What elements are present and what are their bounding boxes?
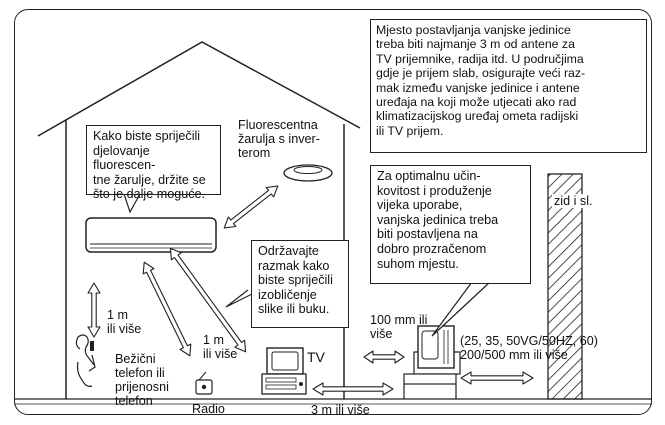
radio-label: Radio [192,402,225,416]
arrow-100mm [364,351,404,363]
tv-label: TV [307,350,325,364]
radio-icon [196,372,212,394]
fluorescent-lamp-label: Fluorescentna žarulja s inver- terom [238,118,320,160]
cordless-phone-label: Bežični telefon ili prijenosni telefon [115,352,169,408]
distance-100mm-label: 100 mm ili više [370,313,427,341]
arrow-lamp-unit [221,181,282,232]
indoor-unit [86,218,216,252]
tv-icon [262,348,306,394]
antenna-note: Mjesto postavljanja vanjske jedinice tre… [370,19,647,153]
vertical-clearance-label: 1 m ili više [107,308,141,336]
arrow-vertical-1m [88,283,100,337]
distance-3m-label: 3 m ili više [311,403,370,417]
diagonal-clearance-label: 1 m ili više [203,333,237,361]
pointer-ventilation [432,282,490,336]
arrow-3m [313,383,393,395]
wall-label: zid i sl. [552,194,595,208]
ventilation-note: Za optimalnu učin- kovitost i produženje… [370,165,531,284]
arrow-200-500mm [461,372,533,384]
models-clearance-label: (25, 35, 50VG/50HZ, 60) 200/500 mm ili v… [460,334,598,362]
fluorescent-note: Kako biste spriječili djelovanje fluores… [86,125,221,195]
fluorescent-lamp-icon [284,165,332,181]
distortion-note: Održavajte razmak kako biste spriječili … [251,240,349,328]
cordless-phone-icon [76,335,95,386]
